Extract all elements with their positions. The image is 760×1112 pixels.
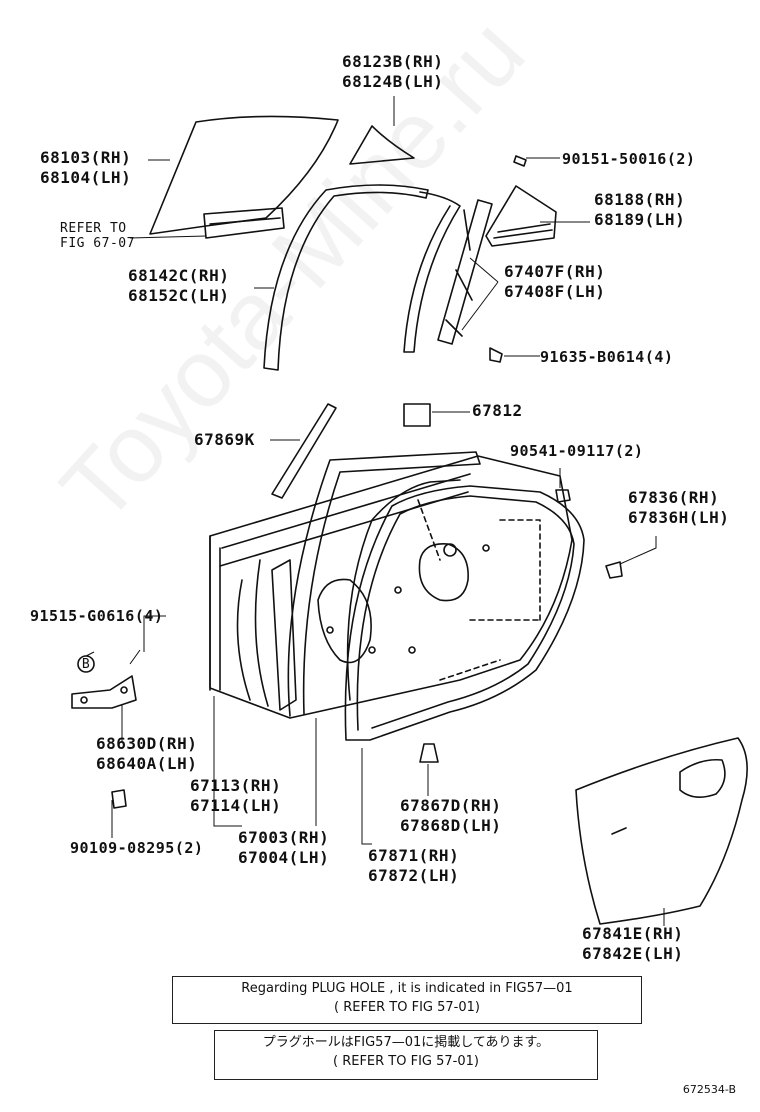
glass-run: [263, 184, 429, 371]
note-japanese-line2: ( REFER TO FIG 57-01): [333, 1054, 479, 1069]
label-68142: 68142C(RH) 68152C(LH): [128, 266, 230, 305]
label-refer-fig: REFER TO FIG 67-07: [60, 221, 135, 251]
door-shell: [209, 455, 573, 719]
label-67867: 67867D(RH) 67868D(LH): [400, 796, 502, 835]
door-trim: [575, 737, 748, 925]
division-bar: [437, 199, 493, 345]
quarter-window: [485, 185, 557, 247]
weatherstrip: [344, 485, 585, 741]
label-67841: 67841E(RH) 67842E(LH): [582, 924, 684, 963]
label-67812: 67812: [472, 401, 523, 420]
label-67836: 67836(RH) 67836H(LH): [628, 488, 730, 527]
note-english-line2: ( REFER TO FIG 57-01): [334, 1000, 480, 1015]
label-90109: 90109-08295(2): [70, 839, 204, 857]
figure-code: 672534-B: [682, 1083, 736, 1096]
label-67407: 67407F(RH) 67408F(LH): [504, 262, 606, 301]
label-67871: 67871(RH) 67872(LH): [368, 846, 460, 885]
label-90541: 90541-09117(2): [510, 442, 644, 460]
label-67003: 67003(RH) 67004(LH): [238, 828, 330, 867]
label-68103: 68103(RH) 68104(LH): [40, 148, 132, 187]
label-68188: 68188(RH) 68189(LH): [594, 190, 686, 229]
label-67113: 67113(RH) 67114(LH): [190, 776, 282, 815]
note-english-line1: Regarding PLUG HOLE , it is indicated in…: [241, 981, 573, 996]
label-91515: 91515-G0616(4): [30, 607, 164, 625]
door-glass: [149, 115, 339, 235]
note-japanese: プラグホールはFIG57—01に掲載してあります。 ( REFER TO FIG…: [214, 1030, 598, 1080]
note-japanese-line1: プラグホールはFIG57—01に掲載してあります。: [262, 1035, 550, 1050]
hinge: [71, 675, 137, 709]
note-english: Regarding PLUG HOLE , it is indicated in…: [172, 976, 642, 1024]
label-67869: 67869K: [194, 430, 255, 449]
label-90151: 90151-50016(2): [562, 150, 696, 168]
label-68123: 68123B(RH) 68124B(LH): [342, 52, 444, 91]
label-91635: 91635-B0614(4): [540, 348, 674, 366]
belt-molding: [271, 403, 337, 499]
quarter-glass: [349, 125, 415, 165]
b-mark: B: [81, 657, 91, 672]
label-68630: 68630D(RH) 68640A(LH): [96, 734, 198, 773]
